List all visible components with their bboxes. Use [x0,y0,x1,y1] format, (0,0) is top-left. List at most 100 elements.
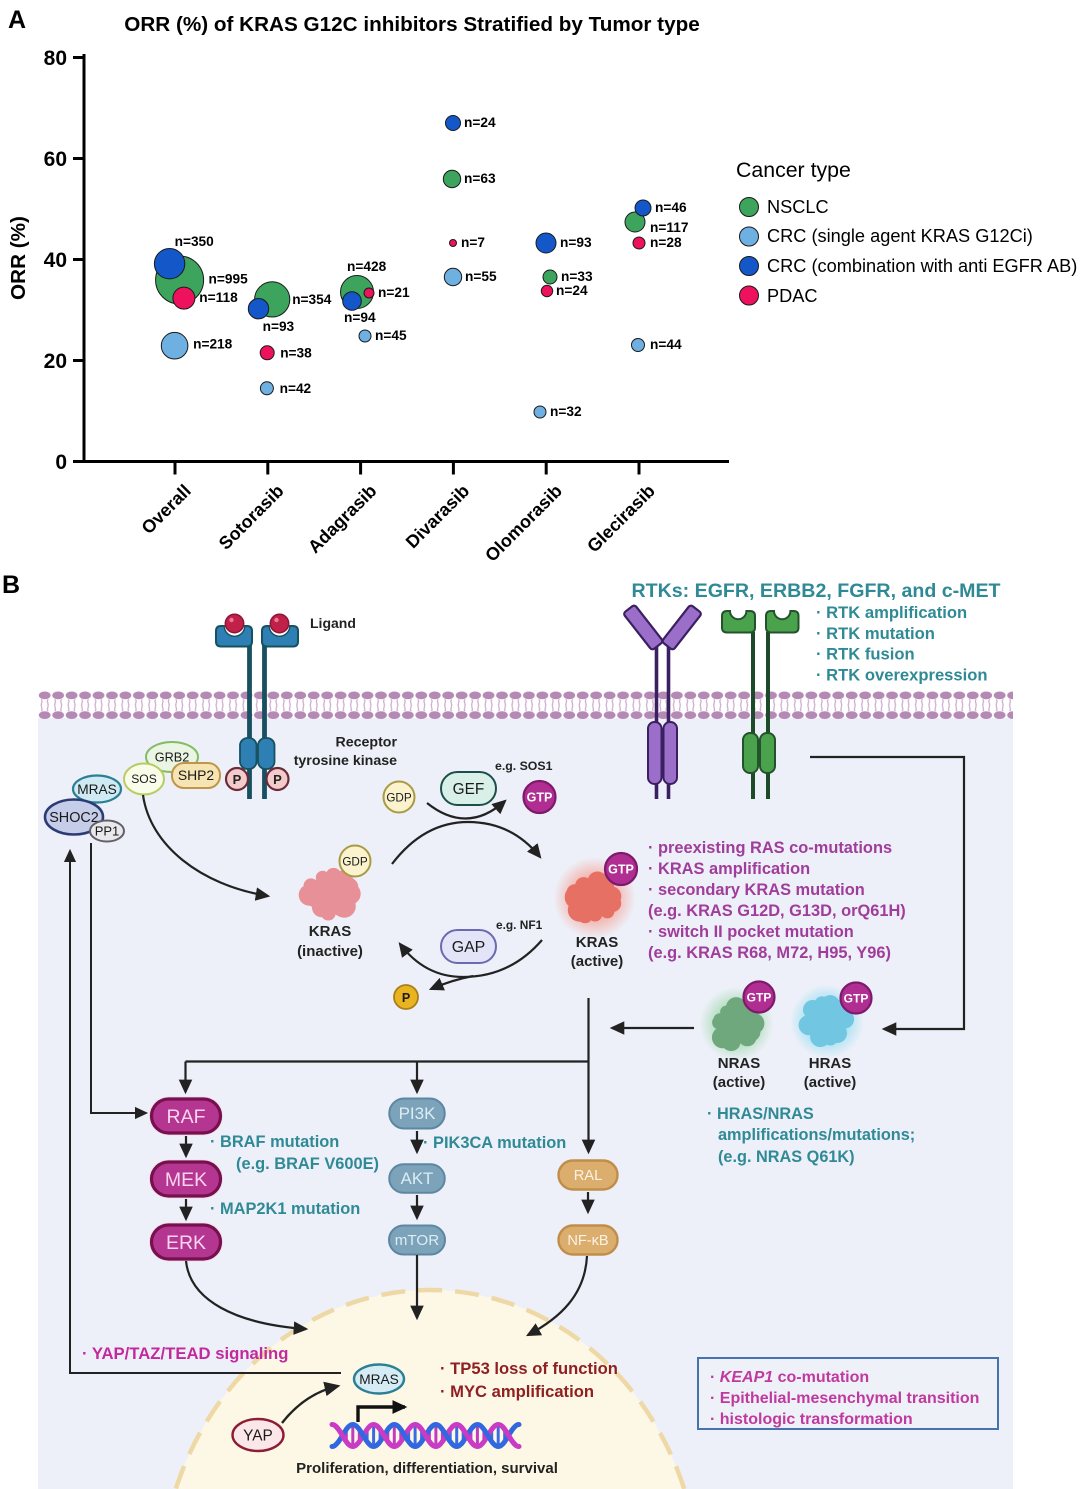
svg-text:(active): (active) [571,953,624,970]
svg-text:0: 0 [55,451,67,474]
svg-text:40: 40 [44,249,67,272]
svg-text:RAL: RAL [574,1168,603,1184]
svg-text:n=428: n=428 [347,259,387,274]
svg-text:ERK: ERK [166,1232,206,1254]
svg-text:(e.g. BRAF V600E): (e.g. BRAF V600E) [236,1155,379,1173]
svg-text:PDAC: PDAC [767,286,818,306]
svg-text:GRB2: GRB2 [155,750,190,764]
svg-text:ORR (%) of KRAS G12C inhibitor: ORR (%) of KRAS G12C inhibitors Stratifi… [124,13,699,36]
svg-text:PI3K: PI3K [399,1104,437,1123]
svg-text:A: A [8,6,26,34]
svg-text:(e.g. KRAS R68, M72, H95, Y96): (e.g. KRAS R68, M72, H95, Y96) [648,944,891,962]
svg-text:GTP: GTP [527,791,553,805]
svg-text:n=63: n=63 [464,171,496,186]
svg-text:RTKs: EGFR, ERBB2, FGFR, and c: RTKs: EGFR, ERBB2, FGFR, and c-MET [631,580,1000,602]
svg-text:n=94: n=94 [344,310,376,325]
svg-text:GDP: GDP [342,855,368,868]
svg-text:(inactive): (inactive) [297,943,363,960]
svg-text:· MYC amplification: · MYC amplification [440,1382,594,1401]
svg-text:GTP: GTP [747,991,772,1005]
svg-text:Sotorasib: Sotorasib [215,481,288,554]
svg-text:YAP: YAP [243,1427,273,1444]
svg-text:· RTK fusion: · RTK fusion [816,645,915,664]
svg-text:P: P [402,991,410,1005]
svg-text:n=117: n=117 [650,220,689,235]
svg-text:Olomorasib: Olomorasib [481,481,566,566]
svg-text:20: 20 [44,350,67,373]
svg-text:n=38: n=38 [280,345,312,360]
svg-text:· Epithelial-mesenchymal trans: · Epithelial-mesenchymal transition [710,1390,979,1407]
svg-text:n=93: n=93 [263,319,295,334]
svg-text:Glecirasib: Glecirasib [583,481,659,557]
svg-text:e.g. NF1: e.g. NF1 [496,918,543,932]
svg-text:CRC (single agent KRAS G12Ci): CRC (single agent KRAS G12Ci) [767,226,1033,246]
svg-text:Divarasib: Divarasib [402,481,473,552]
svg-text:· TP53 loss of function: · TP53 loss of function [440,1359,618,1378]
svg-text:SHP2: SHP2 [178,767,215,783]
svg-text:· RTK amplification: · RTK amplification [816,603,967,622]
svg-text:NF-κB: NF-κB [567,1233,608,1249]
svg-text:GDP: GDP [386,791,412,804]
svg-text:AKT: AKT [401,1169,434,1188]
svg-text:· switch II pocket mutation: · switch II pocket mutation [648,923,854,941]
svg-text:n=24: n=24 [556,283,588,298]
svg-text:Cancer type: Cancer type [736,158,851,182]
svg-text:(active): (active) [804,1074,857,1091]
svg-text:· PIK3CA mutation: · PIK3CA mutation [423,1134,566,1152]
svg-text:60: 60 [44,148,67,171]
svg-text:HRAS: HRAS [809,1055,852,1072]
svg-text:· preexisting RAS co-mutations: · preexisting RAS co-mutations [648,839,892,857]
svg-text:Overall: Overall [138,481,195,538]
svg-text:· histologic transformation: · histologic transformation [710,1411,913,1428]
svg-text:Adagrasib: Adagrasib [304,481,380,557]
svg-text:n=33: n=33 [561,269,593,284]
svg-text:(e.g. NRAS Q61K): (e.g. NRAS Q61K) [718,1148,855,1166]
svg-text:(e.g. KRAS G12D, G13D, orQ61H): (e.g. KRAS G12D, G13D, orQ61H) [648,902,906,920]
svg-text:CRC (combination with anti EGF: CRC (combination with anti EGFR AB) [767,256,1077,276]
svg-text:NRAS: NRAS [718,1055,761,1072]
svg-text:n=42: n=42 [280,381,312,396]
svg-text:n=118: n=118 [199,290,238,305]
svg-text:· HRAS/NRAS: · HRAS/NRAS [707,1105,814,1123]
svg-text:n=350: n=350 [175,234,215,249]
svg-text:P: P [233,772,242,787]
svg-text:n=354: n=354 [292,292,332,307]
svg-text:Ligand: Ligand [310,615,356,631]
svg-text:NSCLC: NSCLC [767,197,829,217]
svg-text:MRAS: MRAS [359,1372,399,1387]
svg-text:n=218: n=218 [193,337,233,352]
svg-text:Receptor: Receptor [336,735,398,751]
svg-text:KRAS: KRAS [309,923,352,940]
svg-text:ORR (%): ORR (%) [7,216,30,300]
svg-text:Proliferation, differentiation: Proliferation, differentiation, survival [296,1460,558,1477]
svg-text:· BRAF mutation: · BRAF mutation [210,1133,339,1151]
svg-text:GTP: GTP [608,863,634,877]
svg-text:· YAP/TAZ/TEAD signaling: · YAP/TAZ/TEAD signaling [82,1344,288,1363]
svg-text:· KRAS amplification: · KRAS amplification [648,860,810,878]
svg-text:KRAS: KRAS [576,934,619,951]
svg-text:mTOR: mTOR [395,1232,439,1249]
svg-text:MEK: MEK [165,1169,207,1191]
svg-text:n=45: n=45 [375,328,407,343]
svg-text:B: B [2,571,20,599]
svg-text:· RTK mutation: · RTK mutation [816,624,935,643]
svg-text:amplifications/mutations;: amplifications/mutations; [718,1126,915,1144]
svg-text:MRAS: MRAS [77,782,117,797]
svg-text:n=28: n=28 [650,235,682,250]
svg-text:PP1: PP1 [95,824,120,839]
svg-text:GTP: GTP [844,992,869,1006]
svg-text:n=46: n=46 [655,200,687,215]
svg-text:e.g. SOS1: e.g. SOS1 [495,759,553,773]
svg-text:tyrosine kinase: tyrosine kinase [294,753,397,769]
svg-text:n=24: n=24 [464,115,496,130]
svg-text:· RTK overexpression: · RTK overexpression [816,665,988,684]
svg-text:GAP: GAP [452,939,486,956]
svg-text:· MAP2K1 mutation: · MAP2K1 mutation [210,1200,360,1218]
svg-text:n=55: n=55 [465,269,497,284]
svg-text:SHOC2: SHOC2 [49,810,99,826]
svg-text:80: 80 [44,47,67,70]
svg-text:SOS: SOS [131,772,157,786]
svg-text:GEF: GEF [453,781,485,798]
svg-text:n=44: n=44 [650,337,682,352]
svg-text:n=32: n=32 [550,404,582,419]
